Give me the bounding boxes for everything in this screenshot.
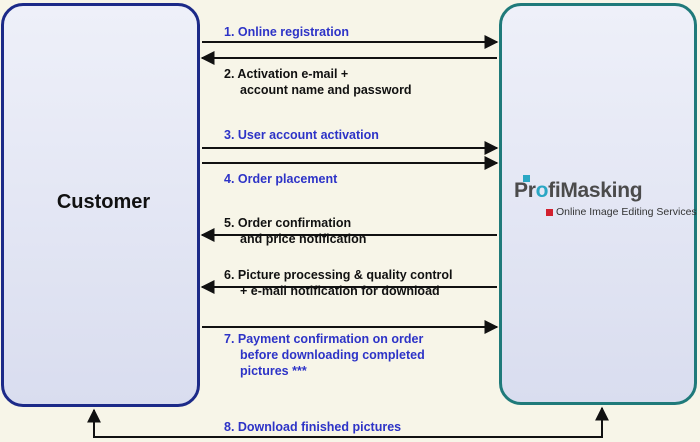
logo-cyan-square <box>523 175 530 182</box>
step-1-label: 1. Online registration <box>224 25 350 39</box>
logo-wordmark: ProfiMasking <box>514 179 643 202</box>
logo-tagline: Online Image Editing Services <box>556 206 697 218</box>
step-8-label: 8. Download finished pictures <box>224 420 402 434</box>
step-7-label: 7. Payment confirmation on order before … <box>224 332 425 378</box>
step-3-label: 3. User account activation <box>224 128 379 142</box>
step-2-label: 2. Activation e-mail + account name and … <box>224 67 412 97</box>
customer-box: Customer <box>1 3 200 407</box>
step-5-label: 5. Order confirmation and price notifica… <box>224 216 367 246</box>
provider-box <box>499 3 697 405</box>
arrow-step-8 <box>87 406 609 438</box>
customer-label: Customer <box>56 191 151 213</box>
step-4-label: 4. Order placement <box>224 172 338 186</box>
profimasking-logo: ProfiMasking Online Image Editing Servic… <box>510 175 697 225</box>
logo-red-square <box>546 209 553 216</box>
step-6-label: 6. Picture processing & quality control … <box>224 268 453 298</box>
